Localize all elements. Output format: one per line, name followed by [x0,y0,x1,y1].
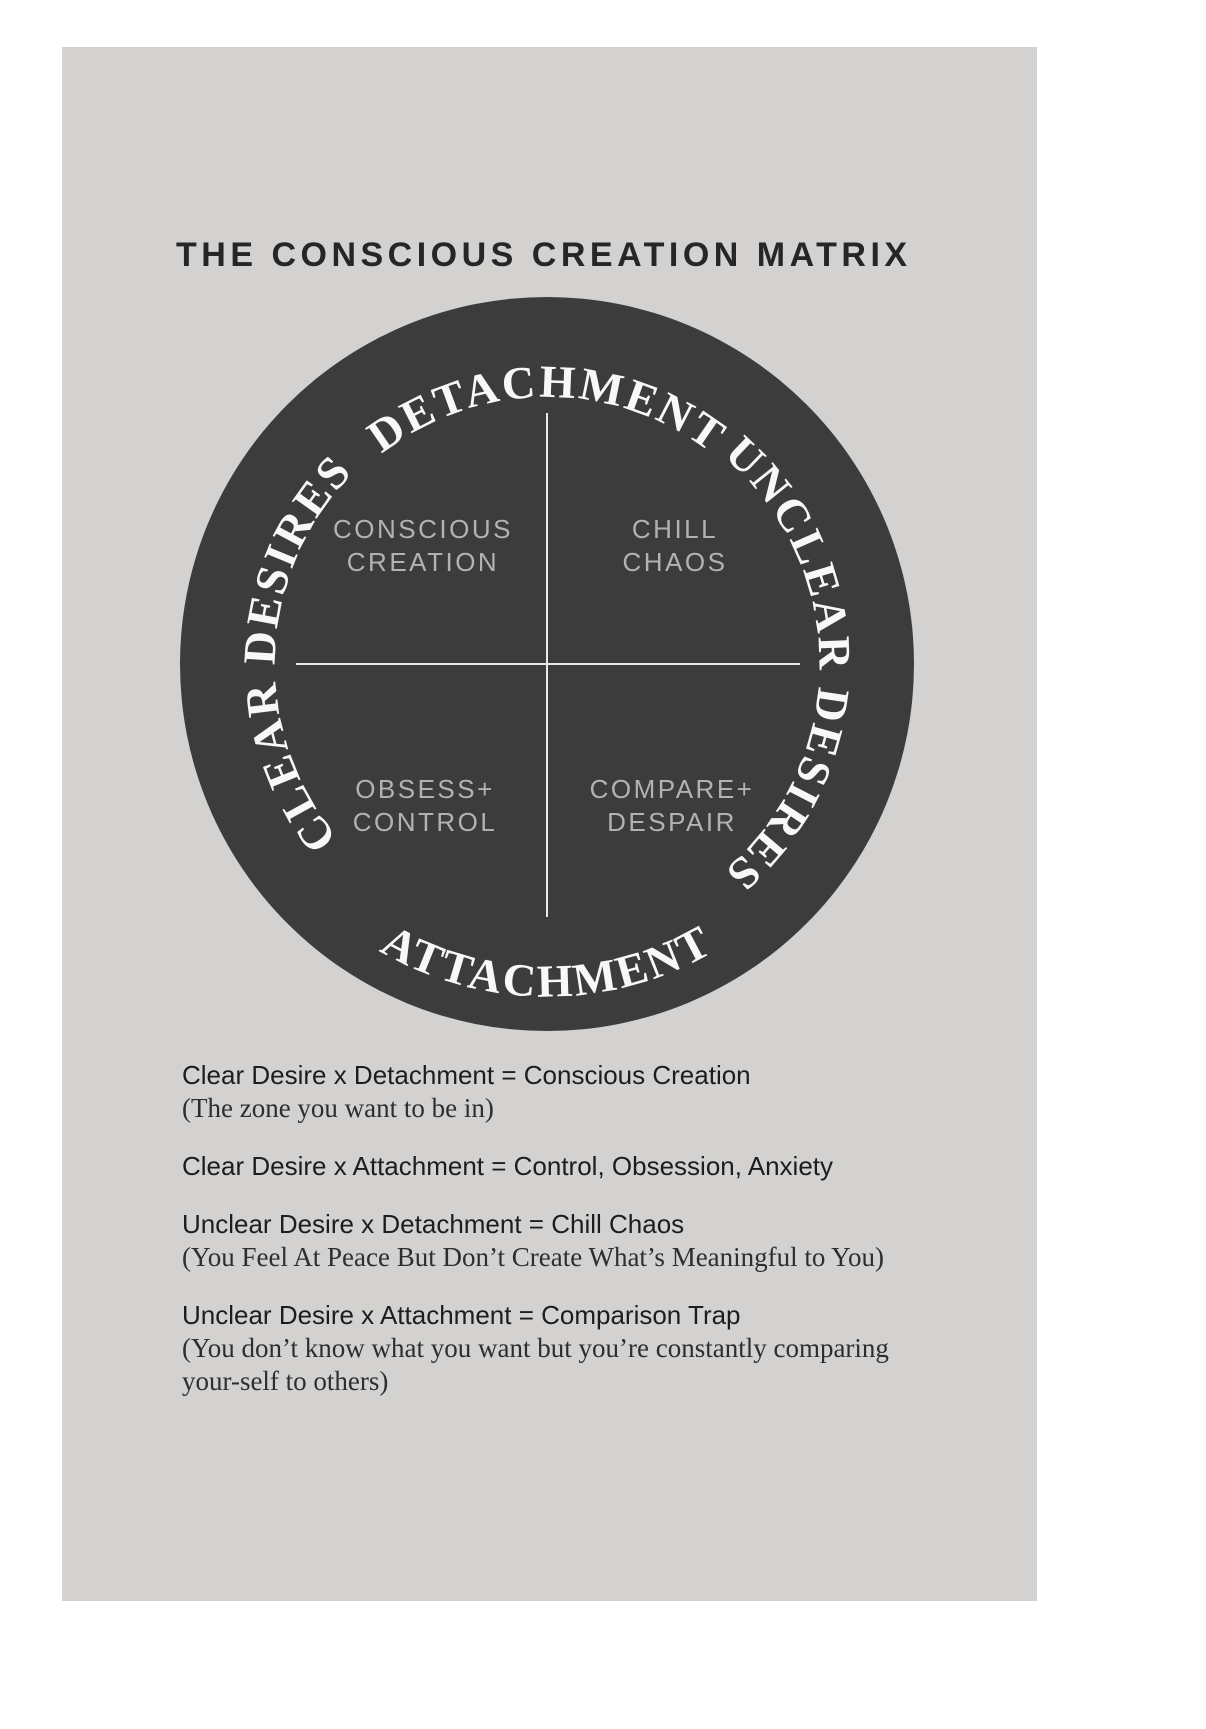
quadrant-label-chill-chaos: CHILL CHAOS [525,513,825,579]
legend-formula: Clear Desire x Attachment = Control, Obs… [182,1151,834,1181]
quadrant-label-line: CREATION [346,547,500,577]
legend-note: (The zone you want to be in) [182,1093,494,1123]
legend-entry: Clear Desire x Attachment = Control, Obs… [182,1149,927,1183]
quadrant-label-line: CONTROL [352,807,498,837]
quadrant-label-conscious-creation: CONSCIOUS CREATION [273,513,573,579]
legend-note: (You don’t know what you want but you’re… [182,1333,889,1396]
legend-formula: Unclear Desire x Attachment = Comparison… [182,1300,741,1330]
legend-formula: Unclear Desire x Detachment = Chill Chao… [182,1209,685,1239]
legend-entry: Unclear Desire x Attachment = Comparison… [182,1298,927,1398]
quadrant-label-line: OBSESS+ [355,774,495,804]
legend-entry: Clear Desire x Detachment = Conscious Cr… [182,1058,927,1125]
legend-entry: Unclear Desire x Detachment = Chill Chao… [182,1207,927,1274]
legend-note: (You Feel At Peace But Don’t Create What… [182,1242,884,1272]
legend-formula: Clear Desire x Detachment = Conscious Cr… [182,1060,751,1090]
quadrant-label-line: CHILL [631,514,719,544]
matrix-diagram: DETACHMENT ATTACHMENT CLEAR DESIRES UNCL… [180,297,914,1031]
quadrant-label-obsess-control: OBSESS+ CONTROL [275,773,575,839]
legend: Clear Desire x Detachment = Conscious Cr… [182,1058,927,1422]
quadrant-label-compare-despair: COMPARE+ DESPAIR [522,773,822,839]
quadrant-label-line: CONSCIOUS [333,514,513,544]
page-title: THE CONSCIOUS CREATION MATRIX [176,236,912,274]
quadrant-label-line: COMPARE+ [589,774,755,804]
quadrant-label-line: CHAOS [622,547,728,577]
quadrant-label-line: DESPAIR [607,807,737,837]
